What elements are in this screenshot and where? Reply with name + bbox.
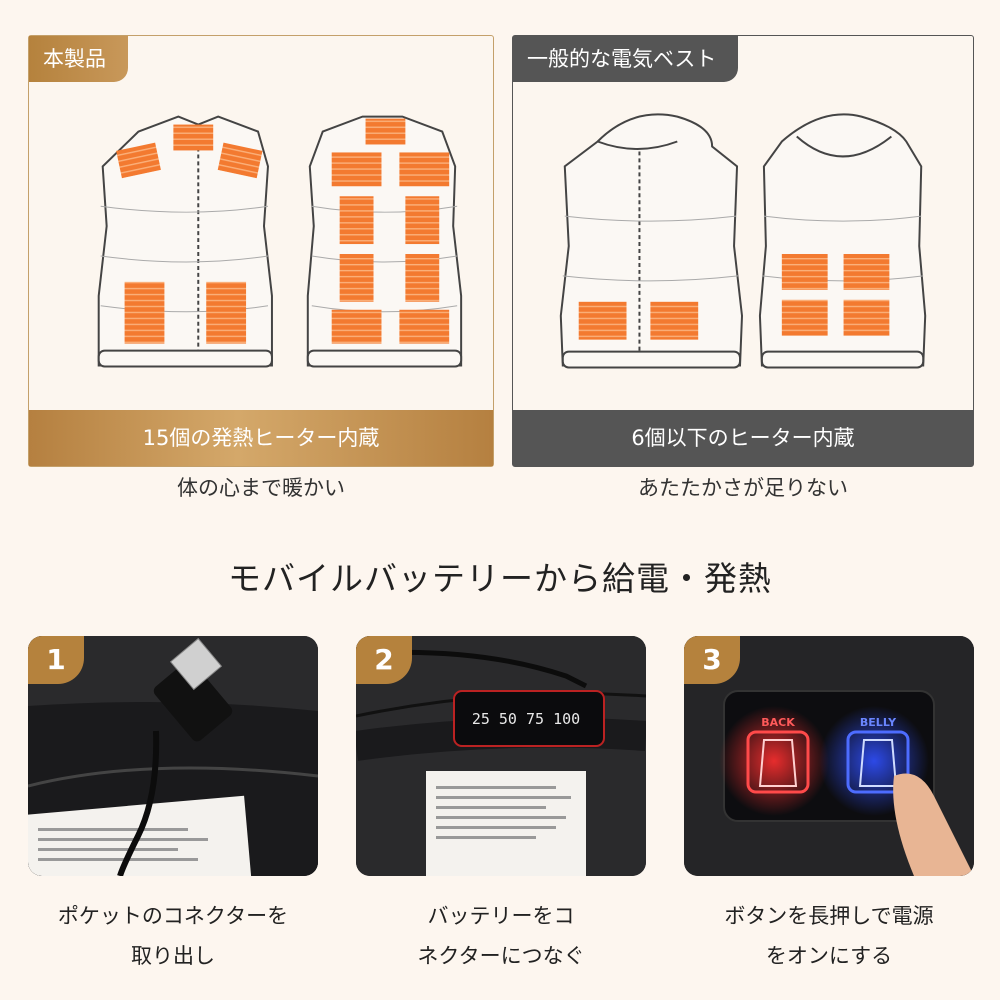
step-3-caption: ボタンを長押しで電源 をオンにする [724,904,934,968]
step-2-photo: 25 50 75 100 2 [356,636,646,876]
general-subtext: あたたかさが足りない [638,476,848,500]
product-panel: 本製品 [28,35,494,467]
general-panel: 一般的な電気ベスト [512,35,974,467]
product-vest-illustration [29,96,493,416]
usb-connector [153,660,233,742]
step-1-photo: 1 [28,636,318,876]
product-tag: 本製品 [29,36,128,82]
step-2-badge: 2 [356,636,412,684]
front-hooded-heaters [578,301,699,340]
back-hooded-heaters [781,254,890,336]
step-3-badge: 3 [684,636,740,684]
battery-display: 25 50 75 100 [472,710,580,728]
product-subtext: 体の心まで暖かい [177,476,345,500]
step-3-photo: BACK BELLY 3 [684,636,974,876]
battery [453,690,605,747]
back-heaters [331,118,450,344]
step-2-caption: バッテリーをコ ネクターにつなぐ [417,904,585,968]
belly-button-label: BELLY [860,716,897,729]
back-button-label: BACK [761,716,795,729]
step-1-caption: ポケットのコネクターを 取り出し [57,904,289,968]
front-heaters [116,124,263,344]
product-band: 15個の発熱ヒーター内蔵 [29,410,493,466]
cable [117,730,160,876]
general-vest-illustration [513,96,973,416]
general-band: 6個以下のヒーター内蔵 [513,410,973,466]
step-1-badge: 1 [28,636,84,684]
general-tag: 一般的な電気ベスト [513,36,739,82]
finger [893,773,974,876]
headline: モバイルバッテリーから給電・発熱 [228,559,772,598]
